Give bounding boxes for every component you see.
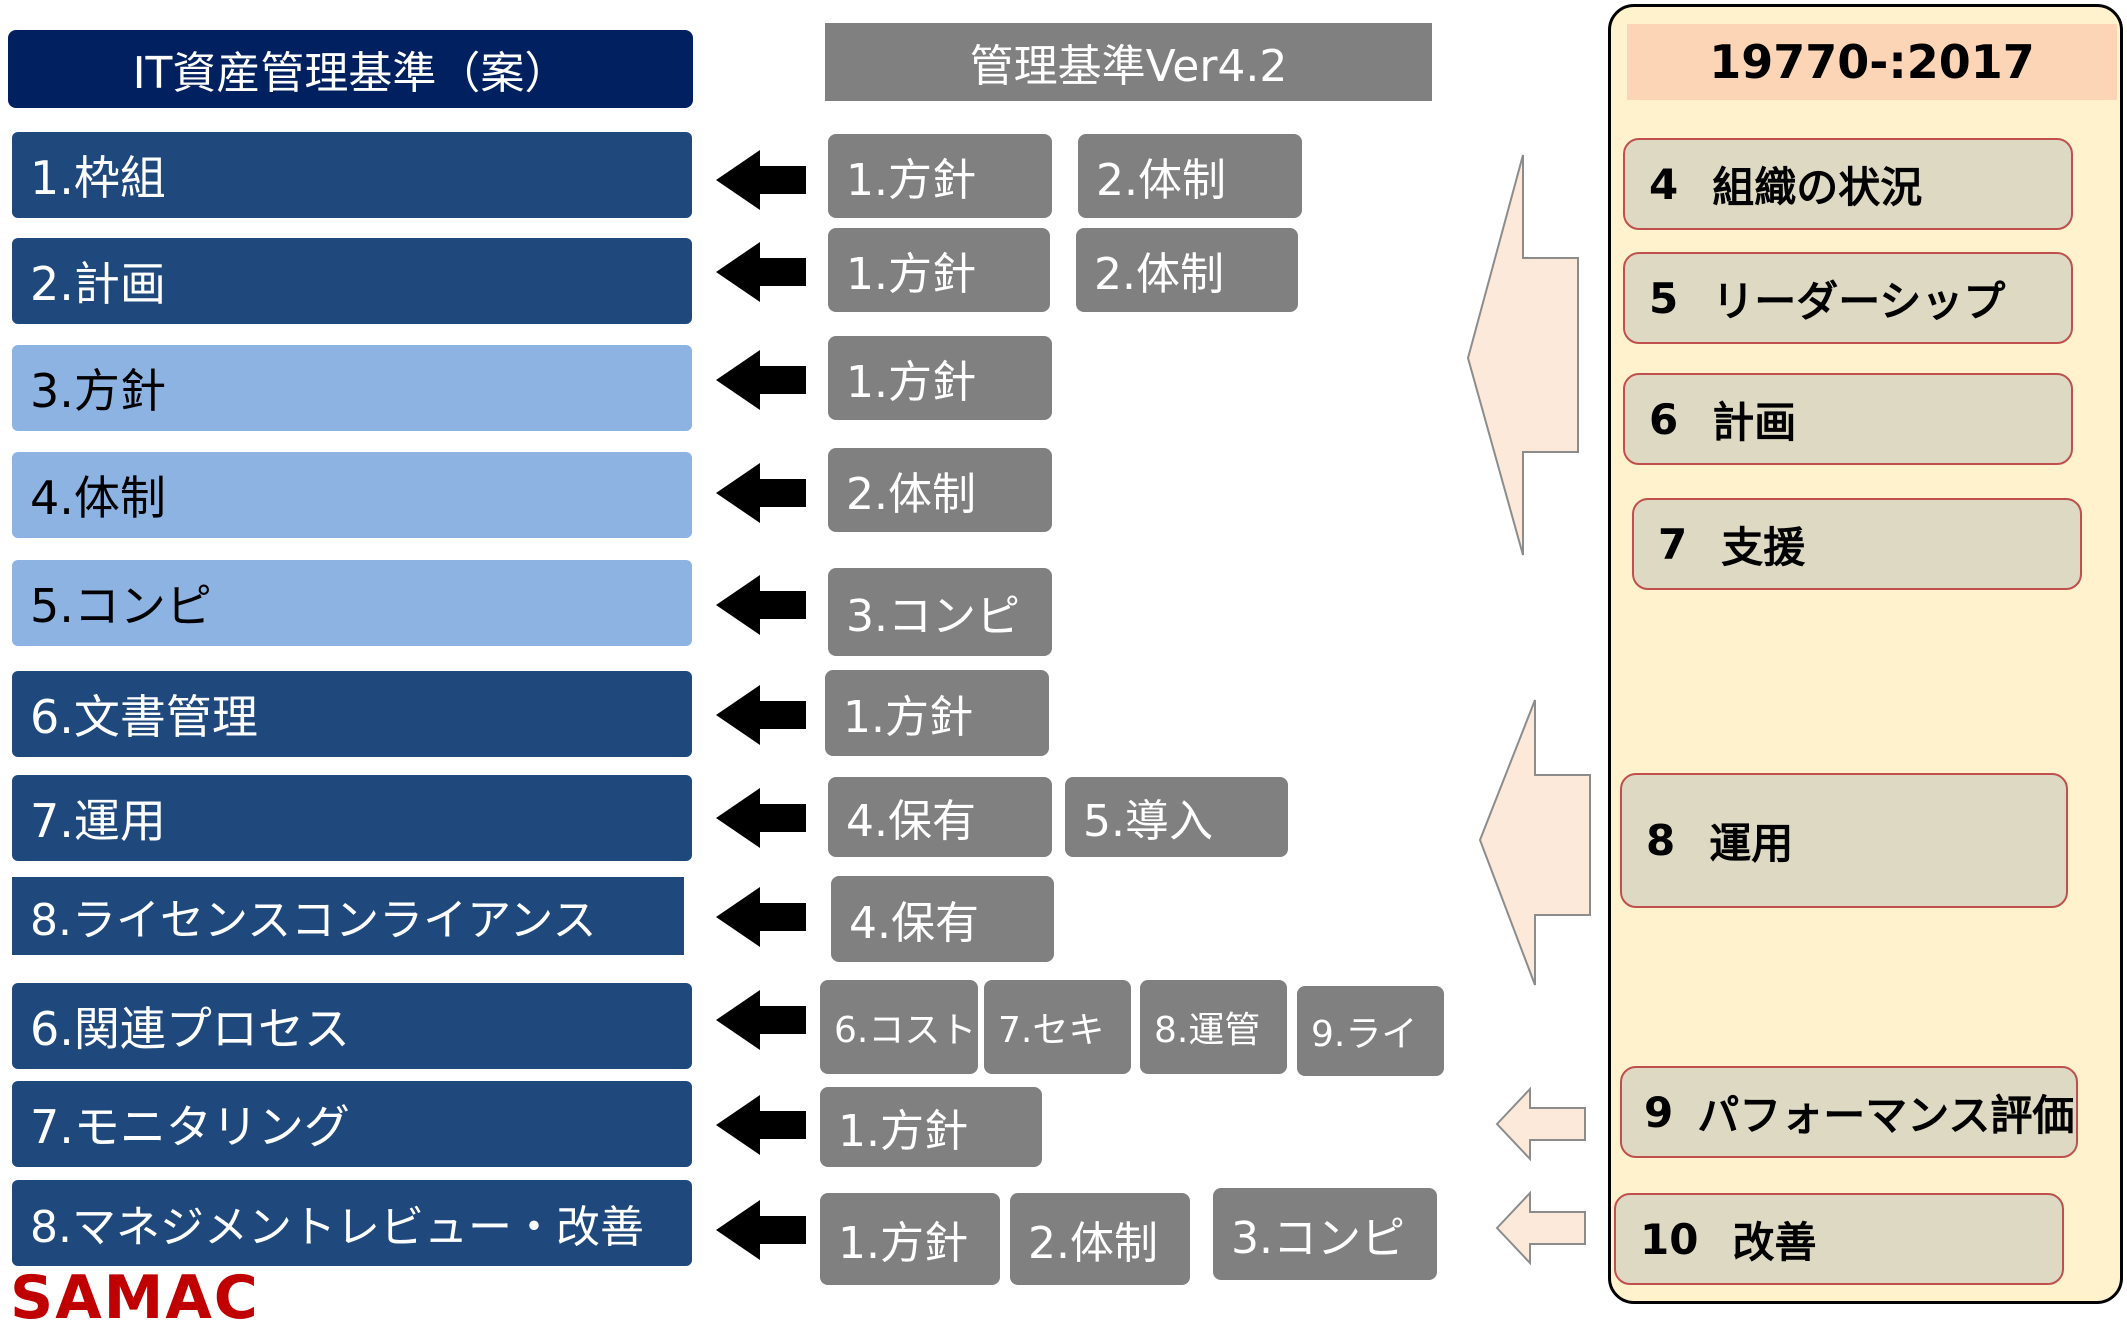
big-left-arrow-icon bbox=[1478, 699, 1591, 986]
middle-row1-item1: 1.方針 bbox=[828, 134, 1052, 218]
left-item-framework: 1.枠組 bbox=[12, 132, 692, 218]
left-arrow-icon bbox=[716, 575, 806, 635]
left-arrow-icon bbox=[716, 1200, 806, 1260]
clause-number: 10 bbox=[1640, 1214, 1699, 1264]
left-arrow-icon bbox=[716, 242, 806, 302]
left-arrow-icon bbox=[716, 150, 806, 210]
middle-row11-item1: 1.方針 bbox=[820, 1193, 1000, 1285]
middle-row1-item2: 2.体制 bbox=[1078, 134, 1302, 218]
left-item-license-compliance: 8.ライセンスコンライアンス bbox=[12, 877, 684, 955]
clause-label: 計画 bbox=[1712, 397, 1797, 447]
left-item-plan: 2.計画 bbox=[12, 238, 692, 324]
left-arrow-icon bbox=[716, 350, 806, 410]
clause-10: 10 改善 bbox=[1614, 1193, 2064, 1285]
left-item-competence: 5.コンピ bbox=[12, 560, 692, 646]
left-arrow-icon bbox=[716, 788, 806, 848]
middle-row3-item1: 1.方針 bbox=[828, 336, 1052, 420]
clause-4: 4 組織の状況 bbox=[1623, 138, 2073, 230]
middle-row5-item1: 3.コンピ bbox=[828, 568, 1052, 656]
left-header: IT資産管理基準（案） bbox=[8, 30, 693, 108]
arrow-column bbox=[716, 150, 806, 1260]
middle-row7-item2: 5.導入 bbox=[1065, 777, 1288, 857]
left-item-policy: 3.方針 bbox=[12, 345, 692, 431]
clause-9: 9 パフォーマンス評価 bbox=[1620, 1066, 2078, 1158]
middle-header: 管理基準Ver4.2 bbox=[825, 23, 1432, 101]
middle-row8-item1: 4.保有 bbox=[831, 876, 1054, 962]
left-arrow-icon bbox=[716, 990, 806, 1050]
clause-7: 7 支援 bbox=[1632, 498, 2082, 590]
clause-label: 支援 bbox=[1721, 522, 1806, 572]
middle-row2-item1: 1.方針 bbox=[828, 228, 1050, 312]
middle-row9-item4: 9.ライ bbox=[1297, 986, 1444, 1076]
clause-label: リーダーシップ bbox=[1712, 276, 2006, 326]
clause-number: 7 bbox=[1658, 519, 1688, 569]
clause-number: 8 bbox=[1646, 816, 1676, 865]
left-arrow-icon bbox=[716, 887, 806, 947]
middle-row11-item3: 3.コンピ bbox=[1213, 1188, 1437, 1280]
samac-logo: SAMAC bbox=[10, 1263, 260, 1333]
clause-8: 8 運用 bbox=[1620, 773, 2068, 908]
big-left-arrow-icon bbox=[1466, 154, 1579, 556]
left-arrow-icon bbox=[716, 1095, 806, 1155]
middle-row9-item2: 7.セキ bbox=[984, 980, 1131, 1074]
left-item-document-management: 6.文書管理 bbox=[12, 671, 692, 757]
standard-header: 19770-:2017 bbox=[1627, 24, 2117, 100]
middle-row4-item1: 2.体制 bbox=[828, 448, 1052, 532]
clause-5: 5 リーダーシップ bbox=[1623, 252, 2073, 344]
big-arrows bbox=[1466, 154, 1591, 1266]
left-arrow-icon bbox=[716, 685, 806, 745]
small-left-arrow-icon bbox=[1495, 1086, 1586, 1162]
middle-row9-item3: 8.運管 bbox=[1140, 980, 1287, 1074]
left-item-related-process: 6.関連プロセス bbox=[12, 983, 692, 1069]
left-arrow-icon bbox=[716, 463, 806, 523]
left-item-monitoring: 7.モニタリング bbox=[12, 1081, 692, 1167]
small-left-arrow-icon bbox=[1495, 1190, 1586, 1266]
middle-row2-item2: 2.体制 bbox=[1076, 228, 1298, 312]
clause-label: 改善 bbox=[1732, 1217, 1817, 1267]
left-item-structure: 4.体制 bbox=[12, 452, 692, 538]
clause-label: 運用 bbox=[1709, 819, 1794, 868]
left-item-management-review: 8.マネジメントレビュー・改善 bbox=[12, 1180, 692, 1266]
clause-6: 6 計画 bbox=[1623, 373, 2073, 465]
clause-label: 組織の状況 bbox=[1712, 162, 1923, 212]
middle-row6-item1: 1.方針 bbox=[825, 670, 1049, 756]
clause-number: 4 bbox=[1649, 159, 1679, 209]
middle-row11-item2: 2.体制 bbox=[1010, 1193, 1190, 1285]
clause-number: 6 bbox=[1649, 394, 1679, 444]
middle-row10-item1: 1.方針 bbox=[820, 1087, 1042, 1167]
middle-row7-item1: 4.保有 bbox=[828, 777, 1052, 857]
left-item-operation: 7.運用 bbox=[12, 775, 692, 861]
clause-number: 9 bbox=[1644, 1087, 1674, 1137]
clause-number: 5 bbox=[1649, 273, 1679, 323]
middle-row9-item1: 6.コスト bbox=[820, 980, 978, 1074]
clause-label: パフォーマンス評価 bbox=[1697, 1090, 2075, 1140]
